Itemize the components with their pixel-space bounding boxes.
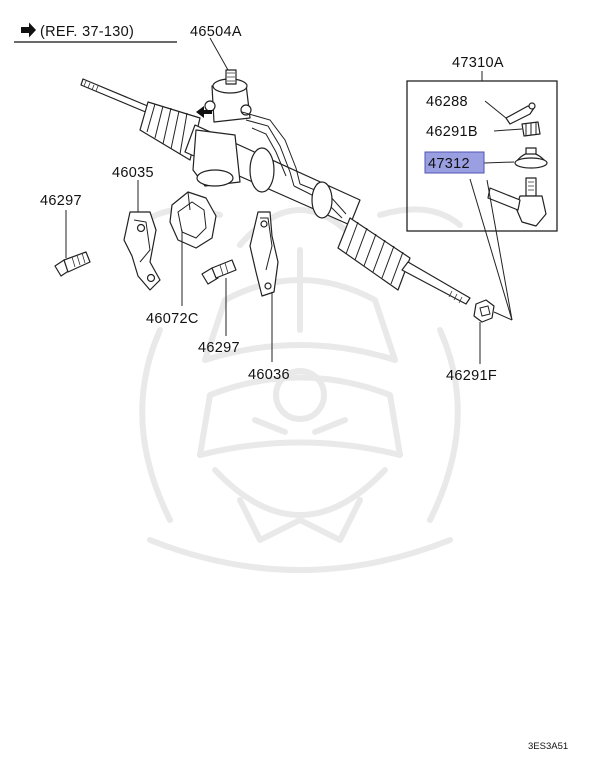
label-46036: 46036 [248, 367, 290, 383]
label-46504A: 46504A [190, 24, 242, 40]
highlight-47312 [424, 151, 485, 174]
label-46035: 46035 [112, 165, 154, 181]
reference-note: (REF. 37-130) [14, 22, 177, 43]
samurai-watermark-logo [137, 206, 463, 573]
part-labels: 46504A 47310A 46288 46291B 47312 46035 4… [40, 24, 568, 752]
tie-rod-end-kit-box [406, 71, 558, 232]
right-arrow-icon [21, 22, 36, 38]
bolt-46297-center [201, 259, 237, 285]
label-46297-center: 46297 [198, 340, 240, 356]
label-46072C: 46072C [146, 311, 199, 327]
bolt-46297-left [54, 251, 91, 277]
label-46291F: 46291F [446, 368, 497, 384]
diagram-code: 3ES3A51 [528, 741, 568, 752]
nut-46291F [473, 299, 495, 323]
label-47310A: 47310A [452, 55, 504, 71]
label-47312[interactable]: 47312 [428, 156, 470, 172]
bushing-46072C [169, 191, 217, 249]
clamp-46035 [123, 211, 161, 291]
steering-gear-and-linkage [80, 69, 471, 305]
clamp-46036 [249, 211, 279, 297]
label-46291B: 46291B [426, 124, 478, 140]
reference-text: (REF. 37-130) [40, 24, 134, 40]
label-46288: 46288 [426, 94, 468, 110]
leader-lines [65, 37, 523, 364]
label-46297-left: 46297 [40, 193, 82, 209]
